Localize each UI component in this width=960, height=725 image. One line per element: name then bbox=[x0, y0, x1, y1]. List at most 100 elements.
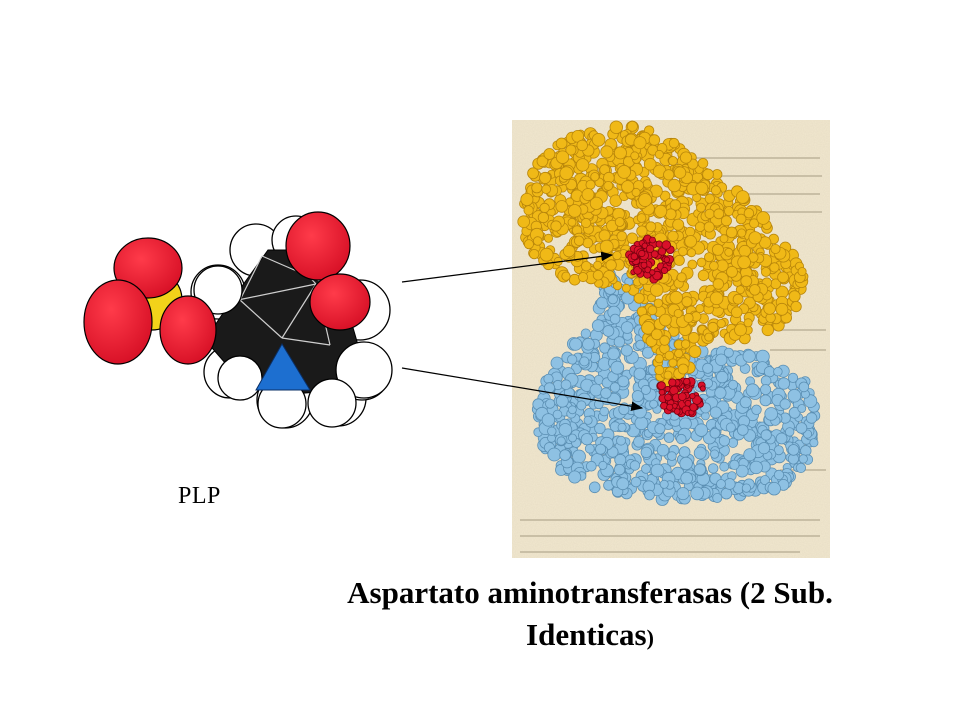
atom-sphere bbox=[607, 294, 618, 305]
atom-sphere bbox=[741, 483, 752, 493]
atom-sphere bbox=[645, 221, 657, 233]
atom-sphere bbox=[759, 394, 772, 407]
atom-sphere bbox=[589, 383, 603, 397]
atom-sphere bbox=[621, 283, 631, 293]
atom-sphere bbox=[592, 269, 604, 281]
atom-sphere bbox=[659, 335, 670, 346]
atom-sphere bbox=[600, 387, 612, 399]
atom-sphere bbox=[636, 213, 647, 223]
atom-sphere bbox=[714, 386, 727, 399]
atom-sphere bbox=[559, 166, 574, 181]
arrow-upper bbox=[401, 251, 614, 283]
atom-sphere bbox=[702, 168, 714, 181]
atom-sphere bbox=[730, 306, 743, 319]
atom-sphere bbox=[694, 423, 709, 437]
atom-sphere bbox=[689, 392, 696, 400]
atom-sphere bbox=[695, 181, 709, 195]
atom-sphere bbox=[678, 446, 691, 458]
atom-sphere bbox=[568, 433, 577, 443]
atom-sphere bbox=[649, 236, 656, 244]
atom-sphere bbox=[719, 461, 730, 472]
atom-sphere bbox=[631, 187, 641, 197]
atom-sphere bbox=[543, 148, 556, 160]
atom-sphere bbox=[755, 349, 770, 364]
atom-sphere bbox=[673, 254, 685, 266]
atom-sphere bbox=[552, 409, 563, 420]
atom-sphere bbox=[560, 379, 572, 391]
atom-sphere bbox=[537, 211, 550, 224]
atom-sphere bbox=[638, 249, 646, 258]
atom-sphere bbox=[737, 228, 747, 238]
atom-sphere bbox=[558, 423, 573, 437]
atom-sphere bbox=[672, 218, 685, 231]
atom-sphere bbox=[529, 249, 540, 260]
atom-sphere bbox=[643, 157, 657, 171]
atom-sphere bbox=[785, 427, 795, 437]
atom-sphere bbox=[713, 208, 725, 220]
phosphate-group bbox=[83, 237, 217, 365]
atom-sphere bbox=[561, 271, 571, 281]
atom-sphere bbox=[599, 239, 614, 254]
atom-sphere bbox=[763, 302, 776, 315]
caption-line-1: Aspartato aminotransferasas (2 Sub. bbox=[347, 575, 833, 610]
active-site-top bbox=[625, 234, 675, 284]
atom-sphere bbox=[547, 447, 562, 462]
atom-sphere bbox=[559, 449, 571, 461]
atom-sphere bbox=[673, 166, 687, 179]
atom-sphere bbox=[739, 396, 752, 409]
atom-sphere bbox=[728, 379, 739, 390]
atom-sphere bbox=[737, 255, 751, 270]
atom-sphere bbox=[613, 464, 626, 476]
atom-sphere bbox=[612, 250, 622, 261]
atom-sphere bbox=[616, 435, 626, 446]
atom-sphere bbox=[539, 171, 552, 184]
atom-sphere bbox=[657, 381, 666, 390]
atom-sphere bbox=[704, 252, 715, 263]
enzyme-structure bbox=[512, 120, 830, 558]
atom-sphere bbox=[617, 422, 627, 432]
atom-sphere bbox=[568, 405, 577, 415]
atom-sphere bbox=[683, 312, 694, 323]
atom-sphere bbox=[536, 155, 549, 168]
atom-sphere bbox=[718, 435, 731, 447]
oxygen-atoms-right bbox=[285, 211, 371, 331]
atom-sphere bbox=[647, 305, 658, 316]
atom-sphere bbox=[633, 367, 647, 381]
atom-sphere bbox=[590, 172, 600, 182]
atom-sphere bbox=[660, 266, 669, 275]
atom-sphere bbox=[683, 377, 691, 386]
atom-sphere bbox=[726, 265, 738, 278]
atom-sphere bbox=[654, 365, 665, 376]
atom-sphere bbox=[621, 180, 635, 194]
atom-sphere bbox=[724, 247, 734, 257]
atom-sphere bbox=[769, 262, 780, 273]
atom-sphere bbox=[620, 344, 633, 357]
atom-sphere bbox=[582, 337, 595, 351]
atom-sphere bbox=[550, 220, 562, 232]
atom-sphere bbox=[578, 272, 589, 283]
atom-sphere bbox=[689, 403, 698, 412]
atom-sphere bbox=[638, 193, 652, 207]
atom-sphere bbox=[547, 426, 557, 437]
atom-sphere bbox=[702, 362, 714, 374]
atom-sphere bbox=[735, 190, 750, 204]
atom-sphere bbox=[602, 325, 615, 337]
atom-sphere bbox=[581, 261, 592, 272]
atom-sphere bbox=[732, 293, 744, 305]
atom-sphere bbox=[681, 296, 693, 308]
atom-sphere bbox=[613, 336, 626, 348]
atom-sphere bbox=[582, 237, 594, 249]
atom-sphere bbox=[593, 399, 604, 410]
atom-sphere bbox=[699, 385, 706, 392]
atom-sphere bbox=[710, 185, 721, 196]
atom-sphere bbox=[667, 451, 677, 461]
atom-sphere bbox=[678, 246, 688, 257]
atom-sphere bbox=[626, 232, 639, 244]
plp-label: PLP bbox=[178, 483, 221, 509]
atom-sphere bbox=[770, 243, 781, 254]
atom-sphere bbox=[640, 261, 648, 269]
atom-sphere bbox=[673, 408, 681, 415]
atom-sphere bbox=[581, 188, 595, 201]
atom-sphere bbox=[583, 415, 593, 425]
